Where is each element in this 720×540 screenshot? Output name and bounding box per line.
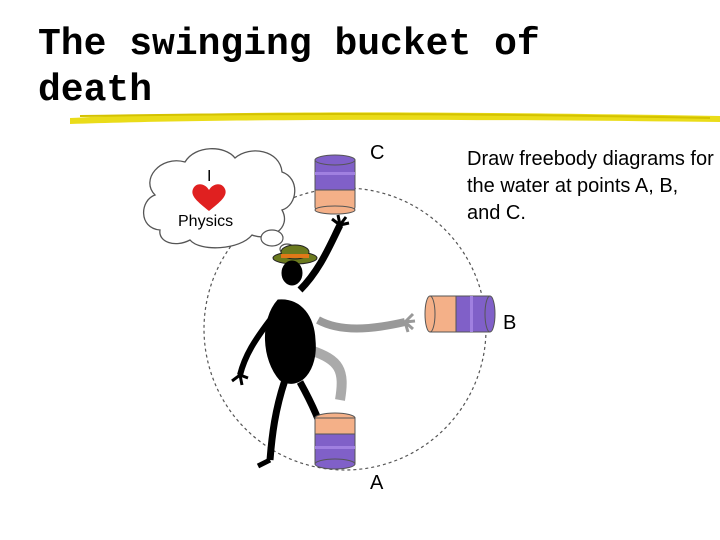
bucket-b (424, 295, 496, 333)
thought-bubble (143, 148, 296, 255)
slide-title: The swinging bucket of death (38, 23, 540, 112)
point-label-a: A (370, 472, 384, 494)
stick-figure (231, 214, 416, 469)
thought-bubble-text-physics: Physics (178, 213, 234, 230)
heart-icon (192, 184, 226, 211)
bucket-a (314, 412, 356, 470)
title-underline (70, 112, 720, 124)
point-label-c: C (370, 142, 385, 164)
point-label-b: B (503, 312, 517, 334)
instruction-text: Draw freebody diagrams for the water at … (467, 148, 714, 224)
thought-bubble-text-i: I (207, 168, 212, 185)
bucket-c (314, 154, 356, 215)
